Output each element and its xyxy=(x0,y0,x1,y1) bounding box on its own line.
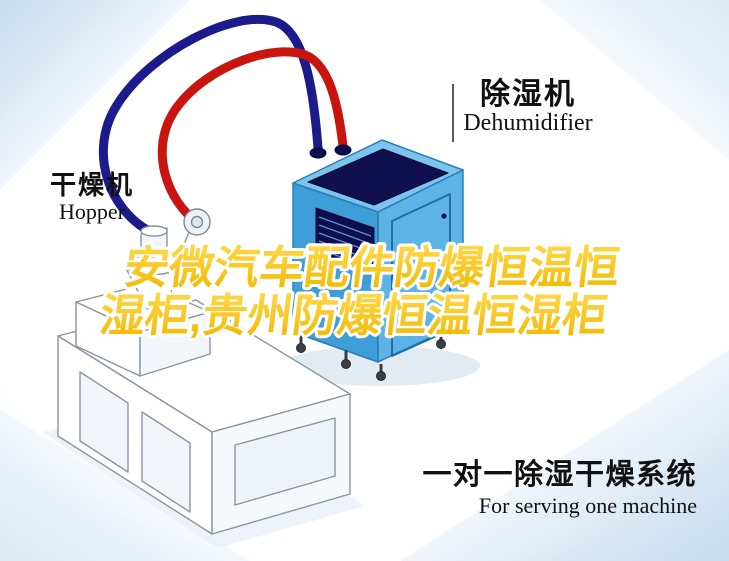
dehumidifier-unit xyxy=(292,139,464,381)
dry-air-pipe-red xyxy=(157,47,348,227)
return-air-pipe-blue xyxy=(98,14,323,237)
vent-grille xyxy=(315,207,375,273)
background-corner-top-right xyxy=(540,0,729,160)
headline-overlay: 安微汽车配件防爆恒温恒 湿柜,贵州防爆恒温恒湿柜 xyxy=(94,239,625,344)
hopper-motor-top xyxy=(140,225,168,237)
background-corner-top-left xyxy=(0,0,190,190)
machine-front-panel-1 xyxy=(79,371,129,473)
equipment-labels: 除湿机 Dehumidifier 干燥机 Hopper xyxy=(50,77,593,224)
blower-duct xyxy=(179,231,190,255)
hopper-label-cn: 干燥机 xyxy=(50,170,134,200)
dehumidifier-top-panel xyxy=(307,148,449,206)
machine-head-side xyxy=(139,311,211,377)
dehumidifier-label-en: Dehumidifier xyxy=(463,110,592,136)
headline-line-2: 湿柜,贵州防爆恒温恒湿柜 xyxy=(97,290,611,341)
pipe-connector-right xyxy=(334,144,352,156)
caption-cn: 一对一除湿干燥系统 xyxy=(422,457,697,491)
caster-wheels xyxy=(296,330,446,381)
blower-hub xyxy=(190,215,204,229)
side-door xyxy=(391,193,451,357)
hopper-label-en: Hopper xyxy=(59,199,126,224)
front-sticker xyxy=(299,295,315,316)
background-corner-bottom-right xyxy=(400,350,729,561)
machine-side-panel xyxy=(234,417,336,506)
headline-line-1: 安微汽车配件防爆恒温恒 xyxy=(121,242,622,293)
door-handle xyxy=(441,213,447,219)
pipe-connector-left xyxy=(309,147,327,159)
dehumidifier-label-cn: 除湿机 xyxy=(480,77,576,111)
machine-illustration xyxy=(57,208,351,535)
machine-front-panel-2 xyxy=(141,411,191,513)
pipes xyxy=(98,14,352,237)
caption-en: For serving one machine xyxy=(479,493,697,518)
system-caption: 一对一除湿干燥系统 For serving one machine xyxy=(422,457,697,518)
